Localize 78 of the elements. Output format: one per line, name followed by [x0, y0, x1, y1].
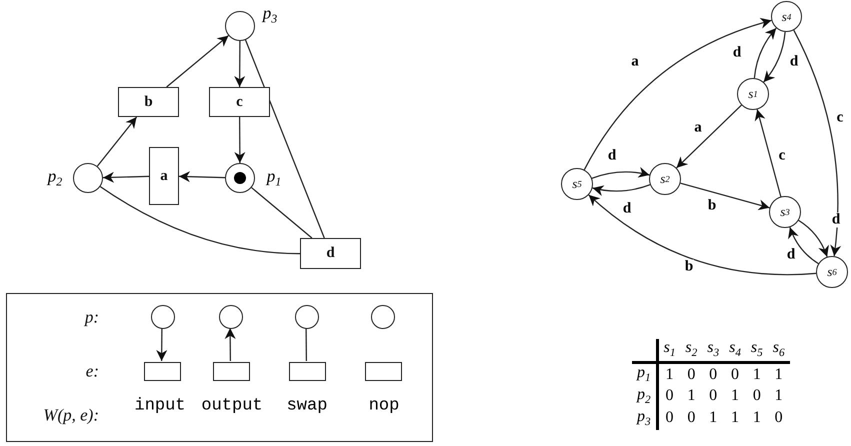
arrow — [584, 18, 772, 170]
line — [244, 40, 325, 238]
transition-box — [289, 362, 326, 381]
place-circle — [73, 163, 103, 193]
place-label: p$_{1}$ — [266, 167, 282, 189]
table-cell-text: 1 — [686, 386, 696, 406]
transition-box: c — [209, 87, 270, 117]
arrow — [102, 172, 150, 183]
place-circle — [371, 305, 395, 329]
column-header: s$_{4}$ — [724, 339, 746, 362]
place-label: p$_{2}$ — [48, 167, 62, 189]
row-label: W(p, e): — [43, 406, 99, 424]
arrow — [754, 28, 777, 78]
table-cell: 1 — [657, 362, 680, 386]
table-cell-text: 1 — [774, 386, 784, 406]
arrow — [96, 116, 138, 167]
transition-box — [365, 362, 402, 381]
transition-box: a — [149, 147, 179, 205]
arrow — [592, 167, 650, 179]
place-circle — [151, 305, 175, 329]
table-cell-text: 1 — [730, 386, 740, 406]
table-cell: 0 — [657, 386, 680, 408]
place-circle — [225, 11, 255, 41]
arrow — [680, 182, 770, 210]
transition-box: d — [300, 238, 361, 269]
table-cell-text: 1 — [752, 408, 762, 428]
arrow — [754, 109, 782, 197]
column-header: s$_{1}$ — [657, 339, 680, 362]
row-header: p$_{3}$ — [632, 408, 658, 430]
row-label: p: — [84, 308, 99, 326]
table-cell-text: 1 — [708, 408, 718, 428]
weight-label: swap — [286, 398, 328, 414]
arrow — [156, 328, 168, 361]
edge-label: d — [830, 212, 842, 228]
arrow — [166, 35, 229, 88]
place-circle — [225, 163, 255, 193]
arrow — [788, 227, 819, 264]
line — [306, 328, 307, 361]
table-cell: 0 — [724, 362, 746, 386]
line — [251, 187, 312, 238]
table-cell: 0 — [702, 362, 724, 386]
arrow — [592, 184, 650, 196]
weight-label: output — [201, 398, 263, 414]
column-header: s$_{6}$ — [768, 339, 790, 362]
transition-box — [213, 362, 250, 381]
arrow — [798, 220, 829, 257]
arrow — [676, 104, 742, 168]
place-circle — [295, 305, 319, 329]
transition-box — [144, 362, 181, 381]
table-cell: 0 — [657, 408, 680, 430]
place-label: p$_{3}$ — [262, 4, 278, 26]
table-cell-text: 0 — [752, 386, 762, 406]
row-header: p$_{2}$ — [632, 386, 658, 408]
table-cell: 1 — [768, 362, 790, 386]
column-header: s$_{3}$ — [702, 339, 724, 362]
column-header: s$_{5}$ — [746, 339, 768, 362]
arrow — [234, 41, 246, 87]
table-cell-text: 1 — [730, 408, 740, 428]
arrow — [763, 32, 786, 82]
column-header: s$_{2}$ — [680, 339, 702, 362]
transition-box: b — [118, 87, 179, 117]
table-cell-text: 0 — [686, 408, 696, 428]
place-circle — [219, 305, 243, 329]
arrow — [224, 328, 236, 361]
table-cell-text: 0 — [708, 386, 718, 406]
arrow — [178, 171, 226, 182]
row-header: p$_{1}$ — [632, 362, 658, 386]
arrow — [793, 30, 841, 256]
table-cell: 1 — [746, 362, 768, 386]
weight-label: nop — [368, 398, 400, 414]
arrow — [588, 194, 816, 276]
legend-panel — [6, 293, 433, 442]
row-label: e: — [86, 362, 99, 380]
arrow — [234, 117, 246, 163]
line — [100, 186, 300, 254]
weight-label: input — [134, 398, 186, 414]
table-cell-text: 0 — [774, 408, 784, 428]
table-cell: 0 — [680, 362, 702, 386]
